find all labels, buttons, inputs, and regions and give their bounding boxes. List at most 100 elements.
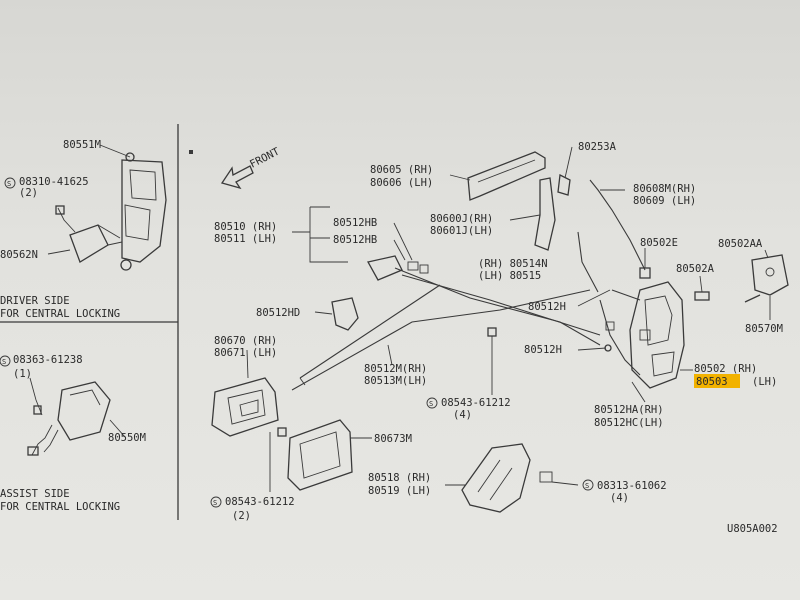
label-qty-4a: (4) bbox=[453, 409, 472, 421]
label-08313-61062: 08313-61062 bbox=[597, 480, 667, 492]
label-80502: 80502 (RH) bbox=[694, 363, 757, 375]
label-80673M: 80673M bbox=[374, 433, 412, 445]
dot-marker bbox=[189, 150, 193, 154]
label-qty-1: (1) bbox=[13, 368, 32, 380]
front-label: FRONT bbox=[248, 145, 282, 170]
label-80551M: 80551M bbox=[63, 139, 101, 151]
s-symbol: S bbox=[429, 400, 433, 408]
leader bbox=[577, 289, 611, 307]
escutcheon-icon bbox=[287, 419, 353, 491]
label-80510: 80510 (RH) bbox=[214, 221, 277, 233]
leader bbox=[387, 344, 393, 366]
bracket-80518-icon bbox=[461, 443, 553, 513]
protector-icon bbox=[534, 177, 556, 251]
rod-clip-icon bbox=[331, 297, 359, 331]
rod-80514N bbox=[577, 231, 599, 293]
label-80512HB-1: 80512HB bbox=[333, 217, 377, 229]
label-80601J: 80601J(LH) bbox=[430, 225, 493, 237]
s-symbol: S bbox=[2, 358, 6, 366]
leader bbox=[246, 349, 249, 379]
label-80512H-upper: 80512H bbox=[528, 301, 566, 313]
label-80550M: 80550M bbox=[108, 432, 146, 444]
screw-symbol-icon bbox=[426, 397, 438, 409]
rod-80608M bbox=[589, 179, 646, 271]
rod-long-2 bbox=[401, 274, 601, 336]
part-number-highlight bbox=[694, 374, 740, 388]
label-08363-61238: 08363-61238 bbox=[13, 354, 83, 366]
label-80513M: 80513M(LH) bbox=[364, 375, 427, 387]
label-80512HD: 80512HD bbox=[256, 307, 300, 319]
label-80606: 80606 (LH) bbox=[370, 177, 433, 189]
leader bbox=[99, 144, 131, 158]
label-80562N: 80562N bbox=[0, 249, 38, 261]
leader bbox=[393, 239, 406, 261]
assist-side-title: ASSIST SIDE bbox=[0, 488, 70, 500]
front-arrow-icon bbox=[220, 165, 254, 190]
label-80519: 80519 (LH) bbox=[368, 485, 431, 497]
screw-icon bbox=[694, 291, 710, 301]
clip-icon bbox=[604, 344, 612, 352]
label-80670: 80670 (RH) bbox=[214, 335, 277, 347]
screw-symbol-icon bbox=[0, 355, 11, 367]
label-80502E: 80502E bbox=[640, 237, 678, 249]
striker-icon bbox=[744, 254, 789, 303]
leader bbox=[699, 275, 703, 293]
label-80609: 80609 (LH) bbox=[633, 195, 696, 207]
door-lock-assembly-icon bbox=[629, 281, 685, 389]
clip-icon bbox=[605, 321, 615, 331]
leader bbox=[449, 174, 471, 181]
leader bbox=[551, 481, 579, 486]
label-80512M: 80512M(RH) bbox=[364, 363, 427, 375]
screw-symbol-icon bbox=[210, 496, 222, 508]
screw-icon bbox=[55, 205, 65, 215]
leader bbox=[47, 249, 71, 255]
label-80515: (LH) 80515 bbox=[478, 270, 541, 282]
lock-knob-bracket-icon bbox=[367, 255, 429, 281]
leader bbox=[29, 377, 43, 416]
rod-80512M bbox=[299, 284, 441, 379]
door-lock-actuator-assist-icon bbox=[27, 381, 111, 456]
label-80514N: (RH) 80514N bbox=[478, 258, 548, 270]
clip-icon bbox=[557, 174, 571, 196]
bracket-leader bbox=[309, 206, 348, 263]
label-80518: 80518 (RH) bbox=[368, 472, 431, 484]
label-80600J: 80600J(RH) bbox=[430, 213, 493, 225]
rod-link bbox=[611, 289, 641, 301]
leader bbox=[393, 222, 413, 261]
outside-handle-icon bbox=[467, 151, 546, 201]
screw-icon bbox=[487, 327, 497, 337]
label-qty-4b: (4) bbox=[610, 492, 629, 504]
label-08543-61212-b: 08543-61212 bbox=[225, 496, 295, 508]
leader bbox=[564, 146, 573, 179]
label-80512HA: 80512HA(RH) bbox=[594, 404, 664, 416]
label-80512HB-2: 80512HB bbox=[333, 234, 377, 246]
label-80502A: 80502A bbox=[676, 263, 715, 275]
label-qty-2a: (2) bbox=[19, 187, 38, 199]
label-08543-61212-a: 08543-61212 bbox=[441, 397, 511, 409]
s-symbol: S bbox=[7, 180, 11, 188]
door-lock-actuator-driver-icon bbox=[69, 152, 167, 271]
rod-long-1 bbox=[394, 267, 601, 346]
driver-side-subtitle: FOR CENTRAL LOCKING bbox=[0, 308, 120, 320]
label-80502AA: 80502AA bbox=[718, 238, 763, 250]
driver-side-title: DRIVER SIDE bbox=[0, 295, 70, 307]
label-80253A: 80253A bbox=[578, 141, 617, 153]
label-08310-41625: 08310-41625 bbox=[19, 176, 89, 188]
label-80671: 80671 (LH) bbox=[214, 347, 277, 359]
screw-symbol-icon bbox=[4, 177, 16, 189]
s-symbol: S bbox=[585, 482, 589, 490]
screw-icon bbox=[33, 405, 42, 415]
screw-icon bbox=[277, 427, 287, 437]
label-80605: 80605 (RH) bbox=[370, 164, 433, 176]
leader bbox=[57, 207, 76, 233]
assist-side-subtitle: FOR CENTRAL LOCKING bbox=[0, 501, 120, 513]
label-80512H-lower: 80512H bbox=[524, 344, 562, 356]
rod-end bbox=[299, 377, 306, 386]
label-80511: 80511 (LH) bbox=[214, 233, 277, 245]
leader bbox=[577, 347, 607, 351]
s-symbol: S bbox=[213, 499, 217, 507]
label-80503-highlighted: 80503 bbox=[696, 376, 728, 388]
figure-code: U805A002 bbox=[727, 523, 778, 535]
inside-handle-icon bbox=[211, 377, 279, 437]
